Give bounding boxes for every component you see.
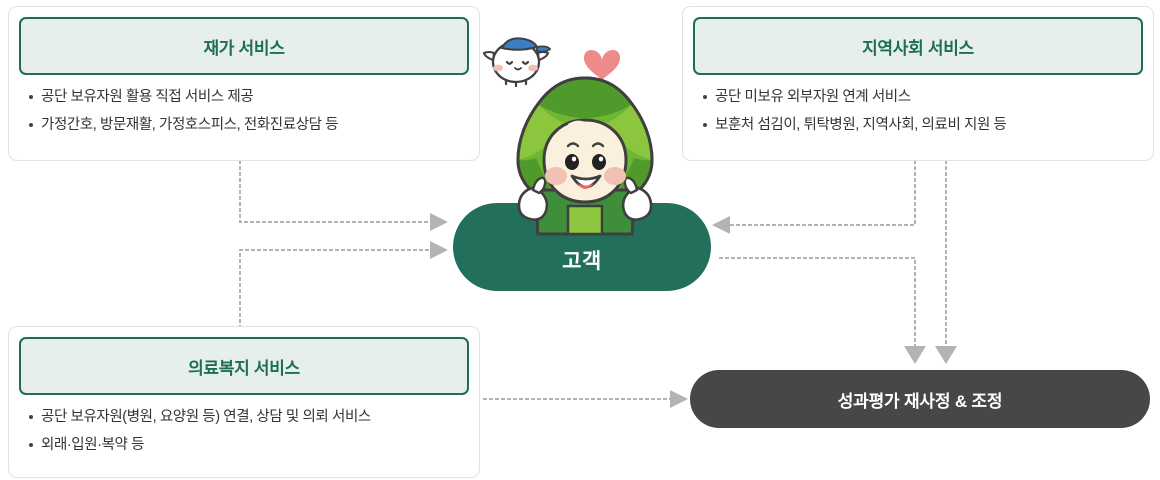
list-item: 공단 미보유 외부자원 연계 서비스 (703, 87, 1139, 108)
card-community-body: 공단 미보유 외부자원 연계 서비스 보훈처 섬김이, 튀탁병원, 지역사회, … (703, 87, 1139, 142)
list-item: 가정간호, 방문재활, 가정호스피스, 전화진료상담 등 (29, 115, 465, 136)
card-home-care-header: 재가 서비스 (19, 17, 469, 75)
list-item-label: 공단 보유자원 활용 직접 서비스 제공 (41, 89, 254, 105)
connector-homecare-to-customer (239, 160, 448, 231)
list-item-label: 공단 미보유 외부자원 연계 서비스 (715, 89, 911, 105)
card-community-title: 지역사회 서비스 (862, 38, 974, 58)
bullet-icon (29, 442, 33, 447)
list-item: 보훈처 섬김이, 튀탁병원, 지역사회, 의료비 지원 등 (703, 115, 1139, 136)
connector-medicalwelfare-to-customer (239, 241, 448, 341)
list-item-label: 공단 보유자원(병원, 요양원 등) 연결, 상담 및 의뢰 서비스 (41, 409, 371, 425)
list-item-label: 외래·입원·복약 등 (41, 436, 145, 453)
card-medical-welfare-body: 공단 보유자원(병원, 요양원 등) 연결, 상담 및 의뢰 서비스 외래·입원… (29, 407, 465, 462)
card-community: 지역사회 서비스 공단 미보유 외부자원 연계 서비스 보훈처 섬김이, 튀탁병… (682, 6, 1154, 161)
card-home-care-body: 공단 보유자원 활용 직접 서비스 제공 가정간호, 방문재활, 가정호스피스,… (29, 87, 465, 142)
bullet-icon (703, 95, 707, 99)
list-item: 외래·입원·복약 등 (29, 435, 465, 456)
list-item-label: 보훈처 섬김이, 튀탁병원, 지역사회, 의료비 지원 등 (715, 116, 1007, 133)
outcome-badge: 성과평가 재사정 & 조정 (690, 370, 1150, 428)
card-community-header: 지역사회 서비스 (693, 17, 1143, 75)
bullet-icon (29, 415, 33, 419)
card-home-care: 재가 서비스 공단 보유자원 활용 직접 서비스 제공 가정간호, 방문재활, … (8, 6, 480, 161)
card-home-care-title: 재가 서비스 (203, 38, 285, 58)
bullet-icon (703, 122, 707, 127)
list-item-label: 가정간호, 방문재활, 가정호스피스, 전화진료상담 등 (41, 116, 339, 133)
bullet-icon (29, 122, 33, 127)
card-medical-welfare-header: 의료복지 서비스 (19, 337, 469, 395)
list-item: 공단 보유자원(병원, 요양원 등) 연결, 상담 및 의뢰 서비스 (29, 407, 465, 428)
card-medical-welfare-title: 의료복지 서비스 (188, 358, 300, 378)
connector-community-to-customer (712, 160, 916, 234)
card-medical-welfare: 의료복지 서비스 공단 보유자원(병원, 요양원 등) 연결, 상담 및 의뢰 … (8, 326, 480, 478)
outcome-badge-label: 성과평가 재사정 & 조정 (837, 391, 1003, 411)
connector-customer-to-outcome (719, 257, 926, 364)
customer-label: 고객 (562, 250, 602, 273)
bullet-icon (29, 95, 33, 99)
customer-node: 고객 (453, 203, 711, 291)
list-item: 공단 보유자원 활용 직접 서비스 제공 (29, 87, 465, 108)
